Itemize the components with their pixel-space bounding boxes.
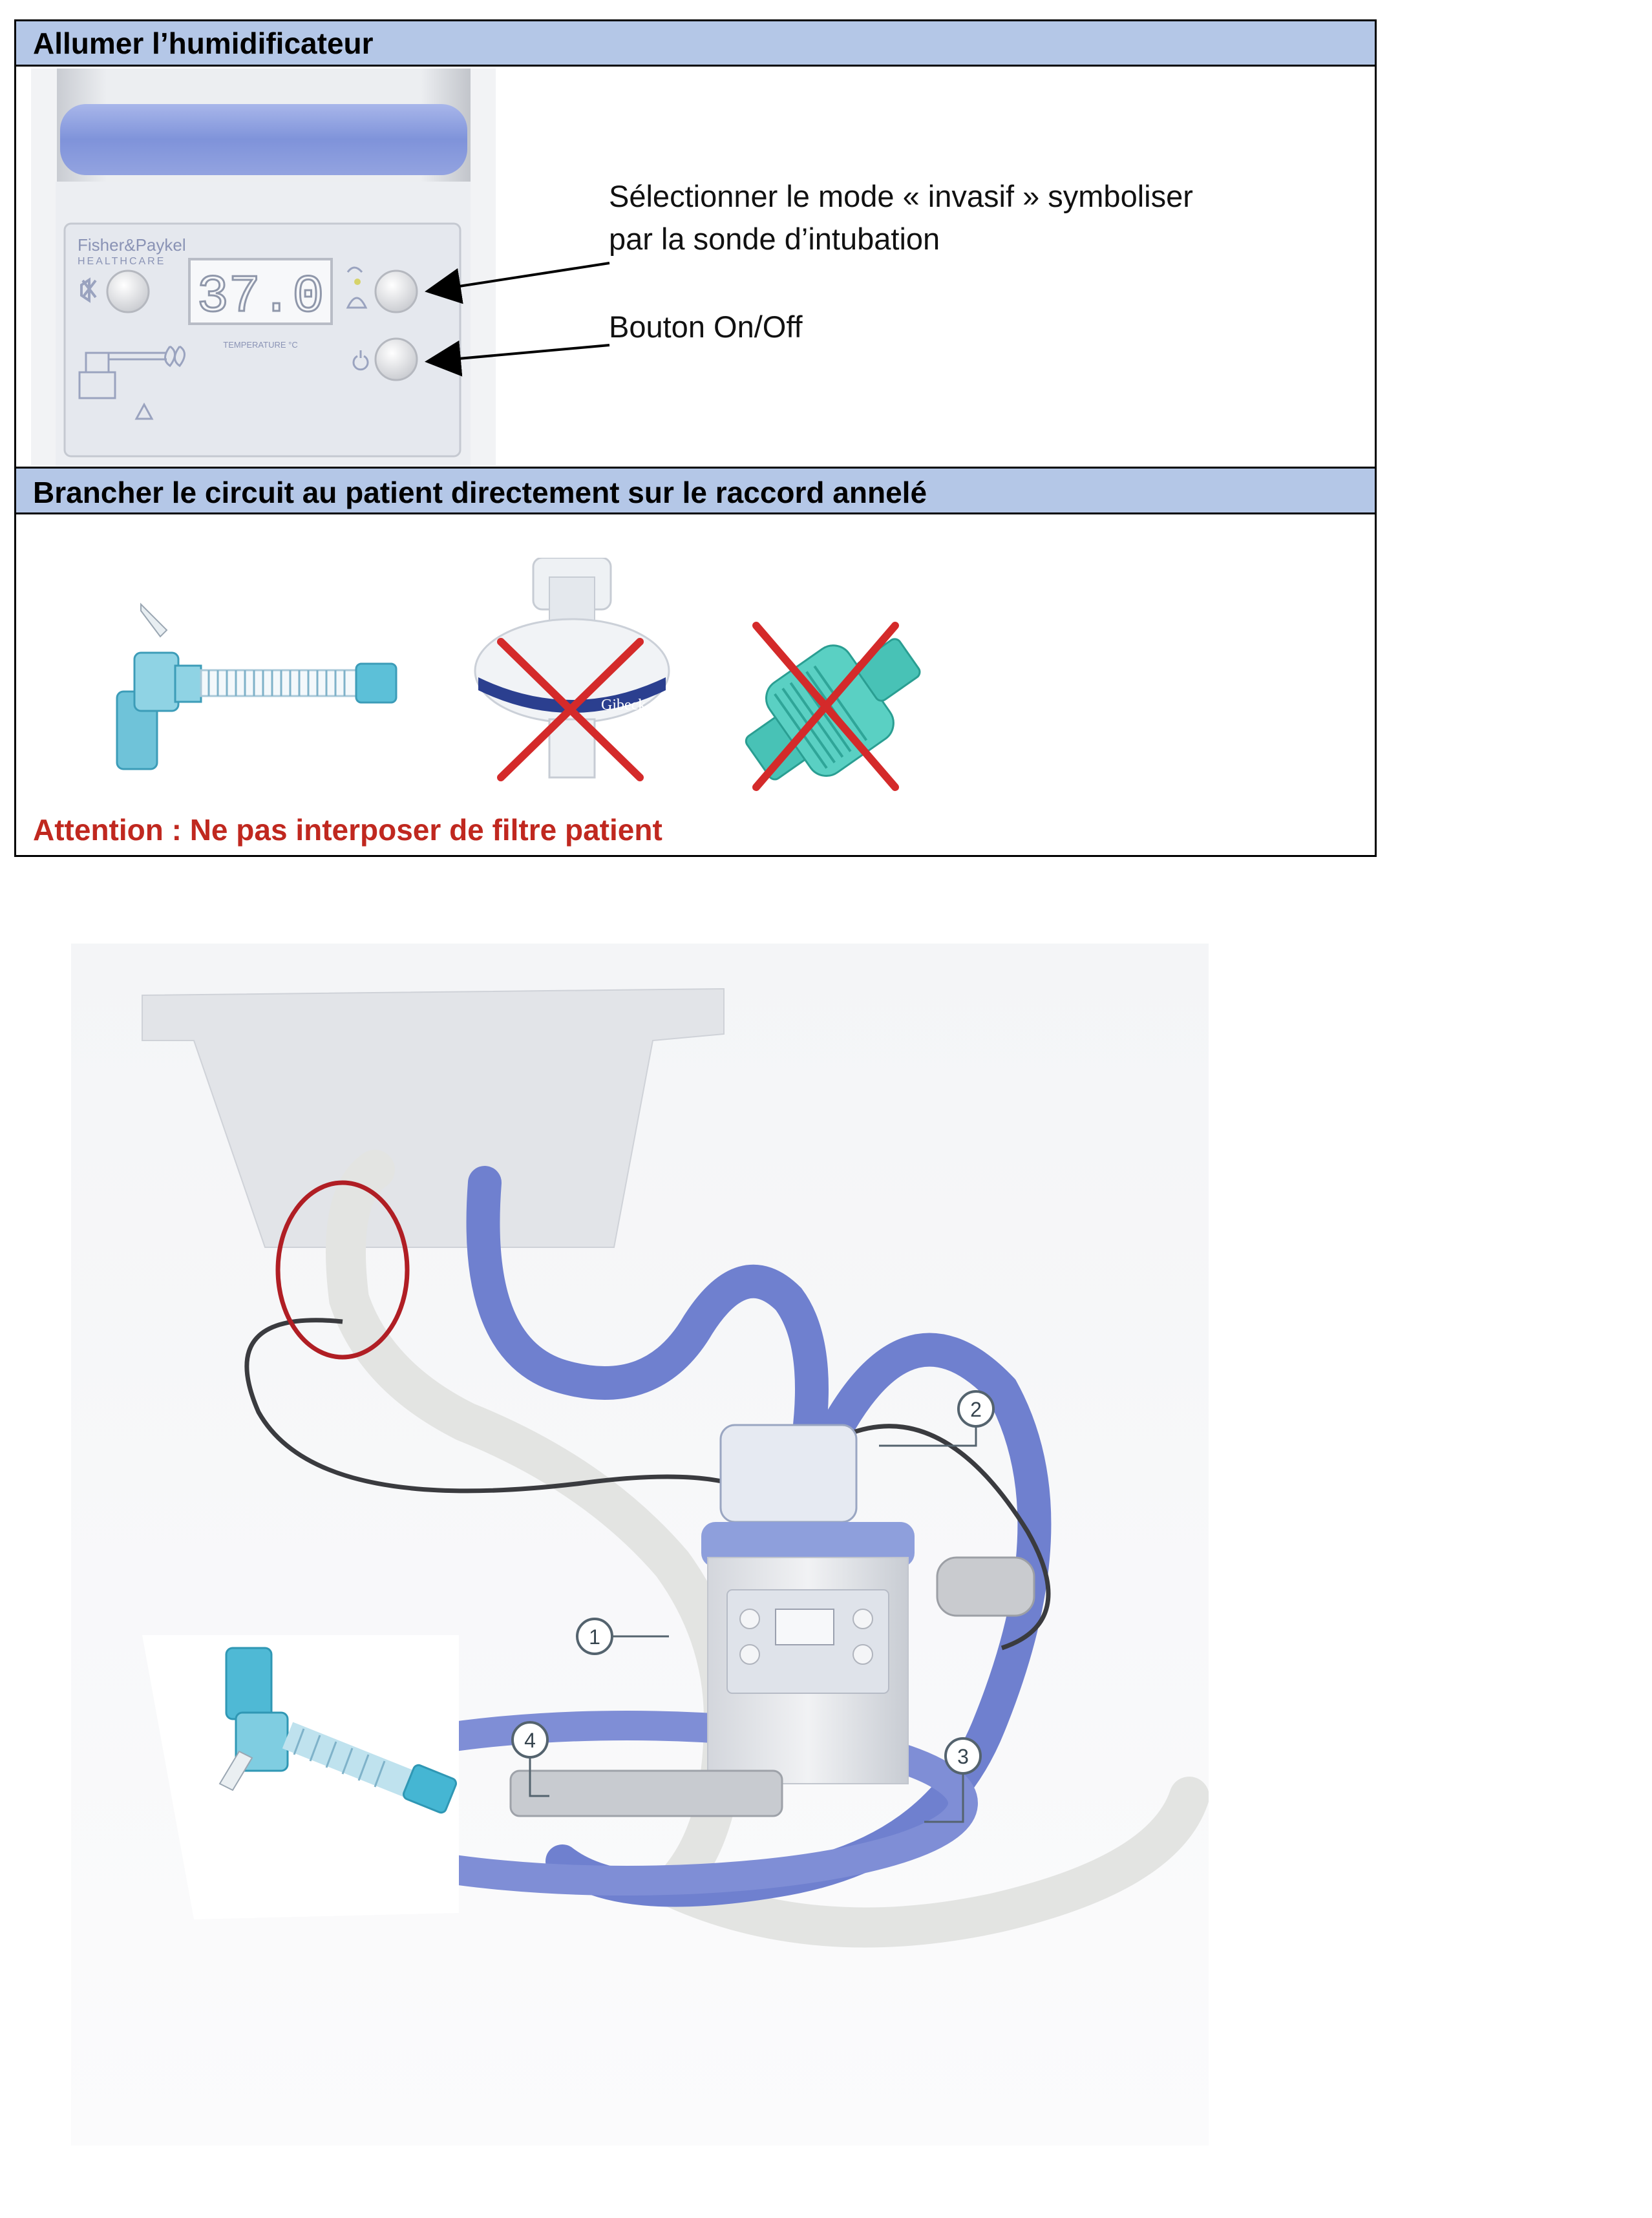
mute-button[interactable]	[106, 269, 150, 313]
temperature-display	[188, 258, 333, 325]
humidifier-panel-image: Fisher&Paykel HEALTHCARE 37.0 TEMPERATUR…	[31, 69, 496, 466]
section-header-circuit: Brancher le circuit au patient directeme…	[16, 467, 1375, 514]
arrow-to-power-button	[425, 340, 610, 377]
gibeck-filter-image: Gibeck	[474, 558, 670, 781]
temperature-value: 37.0	[197, 267, 324, 327]
temperature-caption: TEMPERATURE °C	[223, 340, 297, 350]
callout-3: 3	[924, 1737, 982, 1823]
callout-1: 1	[576, 1618, 669, 1655]
section-title: Brancher le circuit au patient directeme…	[33, 476, 927, 509]
corrugated-connector-image	[116, 602, 397, 770]
power-icon	[352, 350, 369, 371]
filter-brand-label: Gibeck	[601, 697, 646, 713]
invasive-mode-icon	[346, 266, 368, 309]
fisher-paykel-logo: Fisher&Paykel HEALTHCARE	[78, 235, 186, 267]
svg-text:3: 3	[957, 1745, 969, 1768]
power-button[interactable]	[374, 337, 418, 381]
invasive-mode-button[interactable]	[374, 269, 418, 313]
inset-connector-image	[142, 1635, 459, 1919]
section-header-humidifier: Allumer l’humidificateur	[16, 21, 1375, 67]
svg-text:2: 2	[970, 1398, 982, 1421]
humidifier-setup-image: 1 2 3 4	[71, 944, 1209, 2146]
svg-text:Fisher&Paykel: Fisher&Paykel	[78, 235, 186, 255]
attention-warning: Attention : Ne pas interposer de filtre …	[33, 813, 662, 847]
instruction-table: Allumer l’humidificateur Fisher&Paykel	[14, 19, 1377, 857]
instruction-power: Bouton On/Off	[609, 310, 803, 344]
cross-out-icon	[497, 638, 644, 781]
warning-icon	[134, 402, 154, 420]
arrow-to-mode-button	[425, 262, 610, 304]
callout-arrows	[425, 262, 610, 377]
instruction-mode-line1: Sélectionner le mode « invasif » symboli…	[609, 179, 1193, 213]
alarm-mute-icon	[80, 277, 97, 303]
svg-text:HEALTHCARE: HEALTHCARE	[78, 256, 165, 267]
highlight-circle	[275, 1180, 410, 1360]
instruction-mode-line2: par la sonde d’intubation	[609, 222, 940, 256]
circuit-diagram-icon	[78, 345, 185, 399]
svg-text:4: 4	[524, 1729, 536, 1752]
cross-out-icon	[752, 622, 899, 791]
callout-2: 2	[879, 1390, 995, 1447]
svg-text:1: 1	[589, 1625, 600, 1649]
green-filter-image	[745, 622, 921, 791]
callout-4: 4	[511, 1721, 549, 1797]
instruction-mode: Sélectionner le mode « invasif » symboli…	[609, 175, 1193, 260]
section-title: Allumer l’humidificateur	[33, 26, 374, 60]
